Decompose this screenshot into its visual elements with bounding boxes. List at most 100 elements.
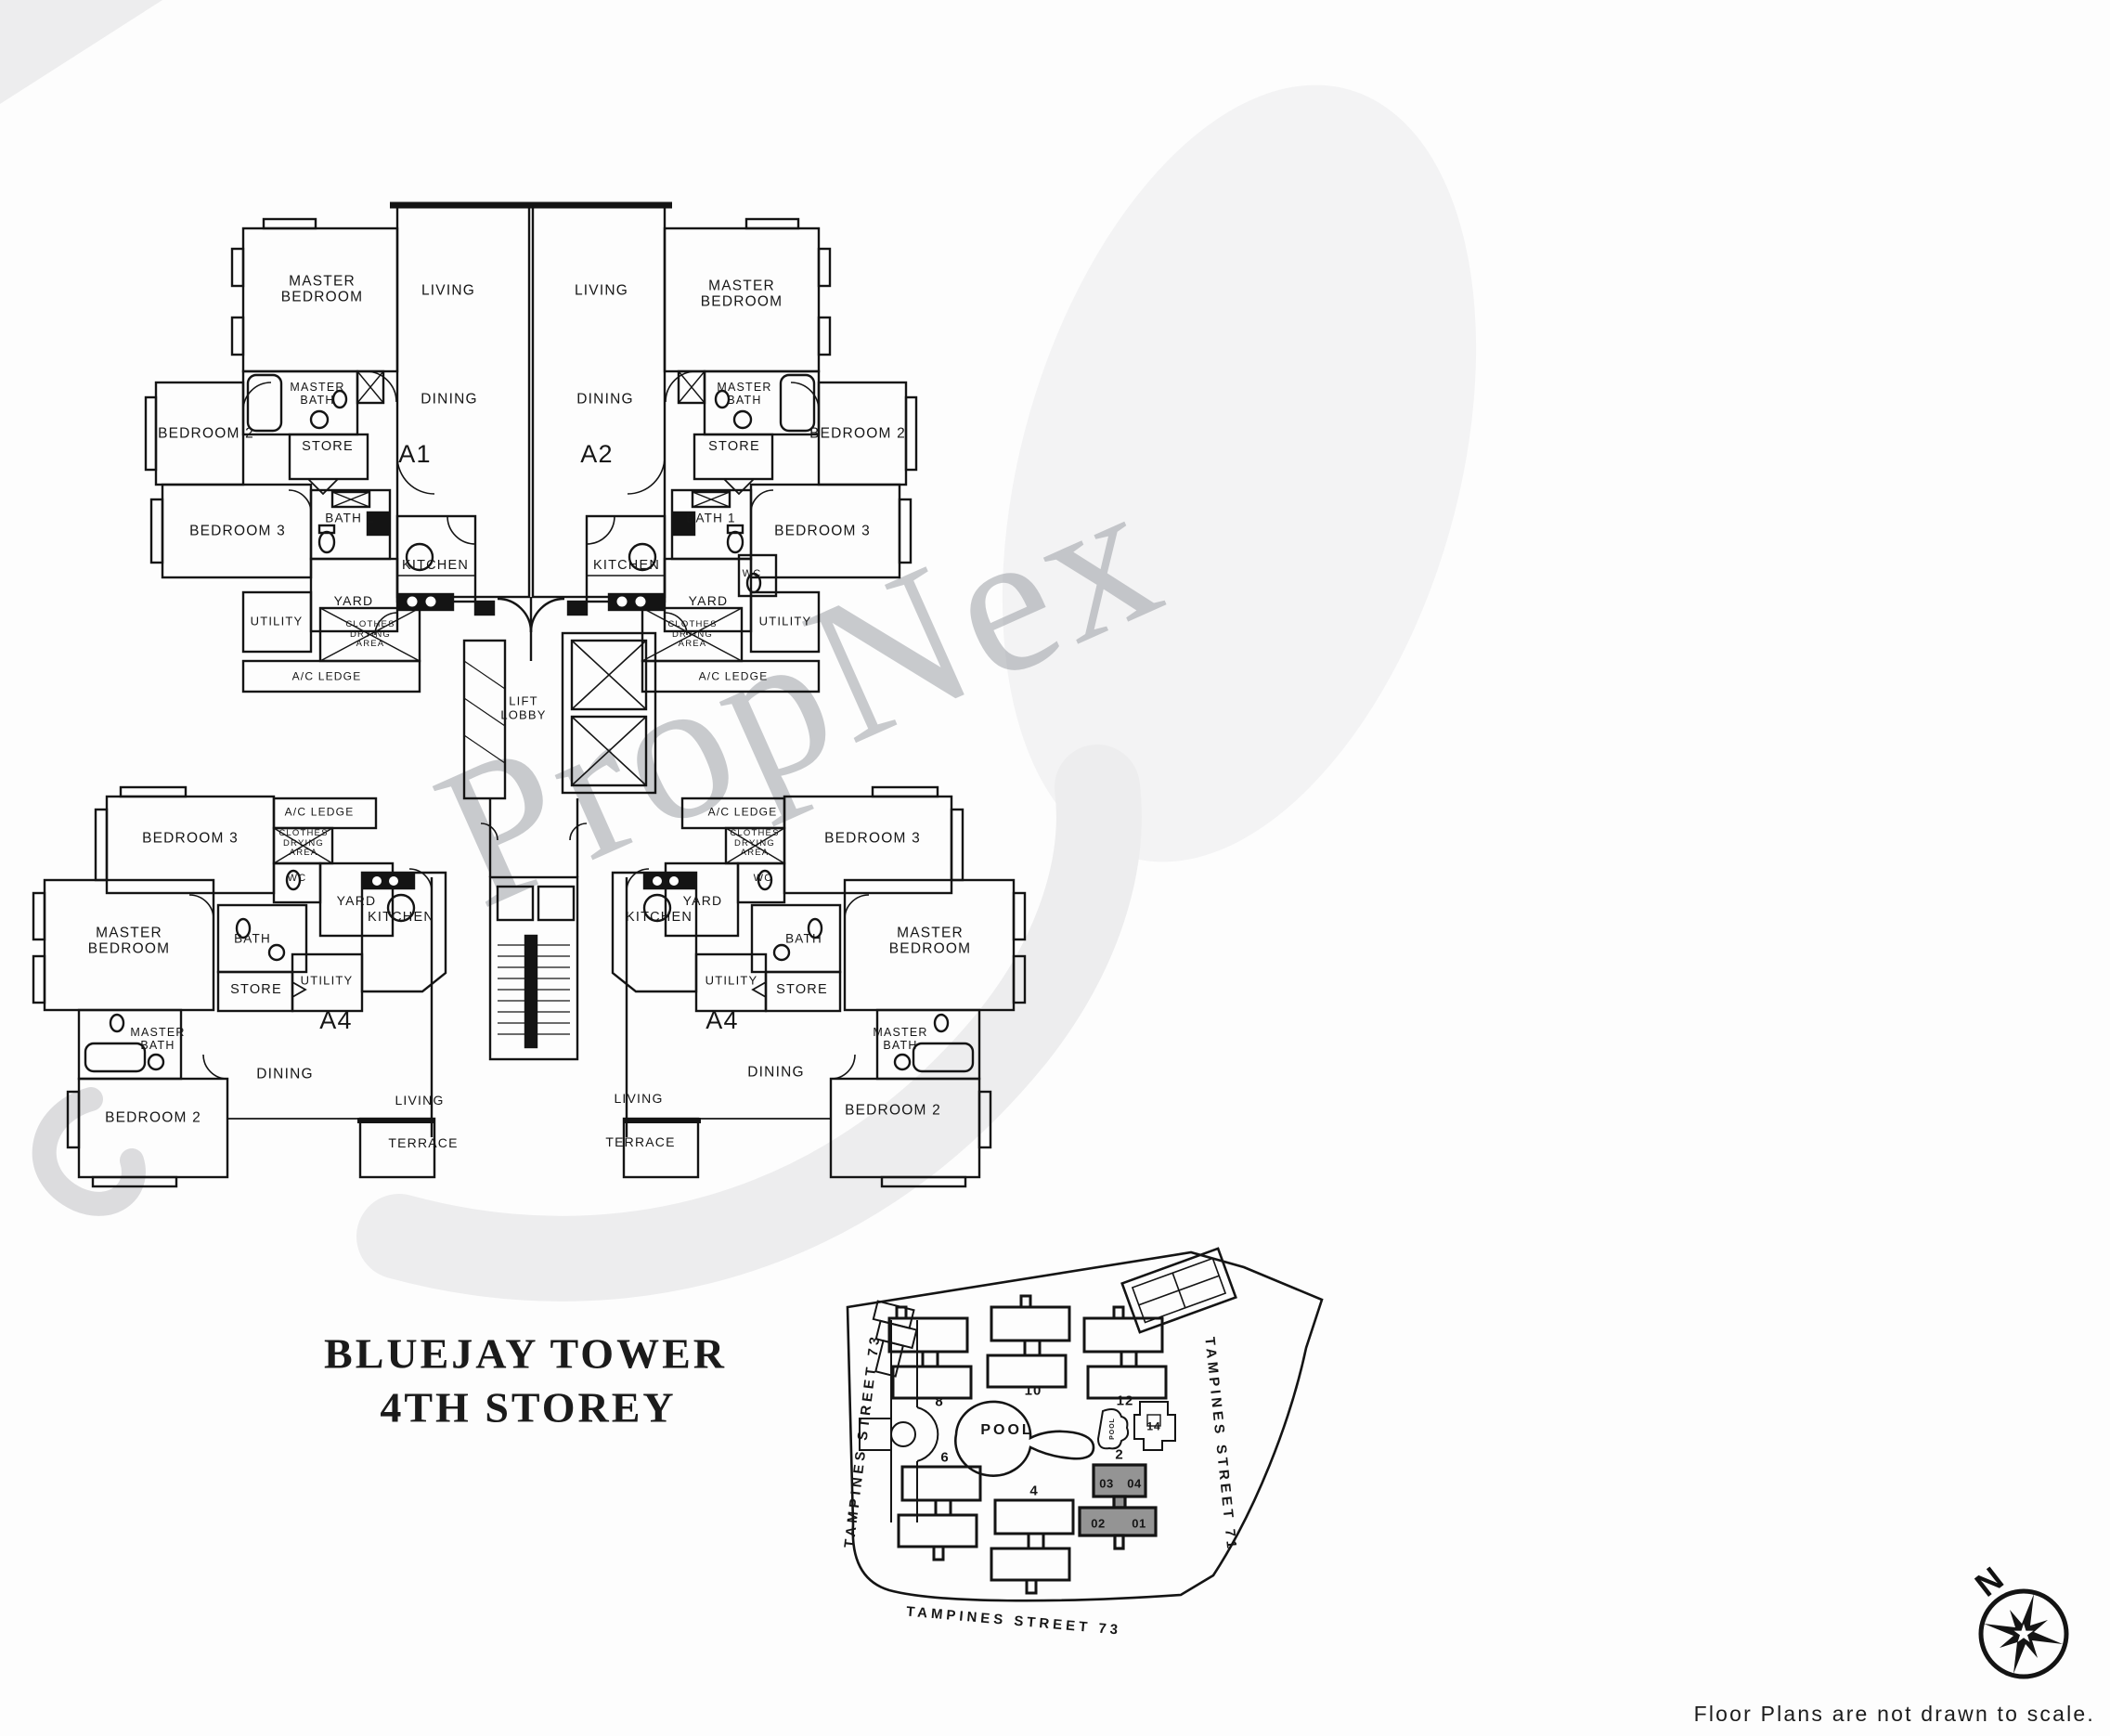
- room-label: BATH: [785, 931, 822, 946]
- room-label: STORE: [302, 438, 354, 454]
- room-label: A/C LEDGE: [698, 669, 769, 683]
- room-label: STORE: [708, 438, 760, 454]
- watermark-swoosh: [356, 745, 1142, 1302]
- room-label: KITCHEN: [401, 557, 470, 573]
- page-title-line1: BLUEJAY TOWER: [324, 1329, 727, 1378]
- room-label: KITCHEN: [625, 909, 693, 925]
- room-label: CLOTHES DRYING AREA: [667, 619, 718, 650]
- room-label: WC: [753, 872, 773, 884]
- stack-unit-number: 03: [1099, 1476, 1114, 1491]
- room-label: BEDROOM 3: [142, 830, 239, 847]
- block-10: [986, 1294, 1071, 1389]
- sitemap-block-label: 12: [1116, 1393, 1134, 1409]
- room-label: WC: [742, 567, 762, 579]
- room-label: TERRACE: [388, 1135, 459, 1151]
- room-label: STORE: [230, 981, 282, 997]
- room-label: A/C LEDGE: [707, 805, 778, 819]
- room-label: KITCHEN: [592, 557, 661, 573]
- room-label: YARD: [688, 593, 729, 609]
- room-label: KITCHEN: [367, 909, 435, 925]
- block-8: [887, 1305, 973, 1400]
- sitemap-block-label: POOL: [1109, 1418, 1117, 1440]
- street-label: TAMPINES STREET 71: [1201, 1336, 1240, 1553]
- site-boundary: [846, 1250, 1324, 1602]
- room-label: BEDROOM 3: [824, 830, 921, 847]
- room-label: TERRACE: [605, 1134, 676, 1150]
- sitemap-block-label: 10: [1024, 1382, 1042, 1399]
- compass-rose: [1978, 1588, 2069, 1679]
- room-label: MASTER BATH: [130, 1026, 186, 1052]
- room-label: BATH: [234, 931, 271, 946]
- watermark-curl: [32, 1087, 146, 1216]
- room-label: MASTER BEDROOM: [700, 278, 783, 310]
- street-label: TAMPINES STREET 73: [905, 1603, 1122, 1639]
- room-label: A1: [398, 439, 432, 468]
- room-label: MASTER BEDROOM: [888, 925, 972, 957]
- room-label: A/C LEDGE: [284, 805, 355, 819]
- room-label: MASTER BATH: [717, 381, 772, 407]
- building-14: [1133, 1401, 1176, 1451]
- pool-shape: [954, 1400, 1095, 1477]
- sitemap-block-label: 2: [1115, 1446, 1124, 1463]
- room-label: DINING: [747, 1064, 805, 1081]
- room-label: LIVING: [574, 282, 629, 299]
- mini-pool-shape: [1096, 1408, 1130, 1450]
- room-label: UTILITY: [300, 973, 354, 988]
- corner-wedge: [0, 0, 162, 104]
- room-label: LIVING: [614, 1091, 664, 1107]
- room-label: CLOTHES DRYING AREA: [345, 619, 395, 650]
- sitemap-block-label: 6: [940, 1449, 950, 1466]
- disclaimer-text: Floor Plans are not drawn to scale.: [1693, 1702, 2095, 1726]
- floor-plan-drawing: [32, 201, 1027, 1188]
- room-label: A4: [319, 1005, 353, 1034]
- room-label: DINING: [421, 391, 478, 408]
- page-title-line2: 4TH STOREY: [380, 1383, 677, 1432]
- room-label: A/C LEDGE: [291, 669, 362, 683]
- block-6: [897, 1465, 982, 1561]
- block-12: [1082, 1305, 1168, 1400]
- block-4: [990, 1498, 1075, 1595]
- room-label: DINING: [256, 1066, 314, 1082]
- room-label: DINING: [576, 391, 634, 408]
- room-label: UTILITY: [705, 973, 758, 988]
- stack-unit-number: 04: [1127, 1476, 1142, 1491]
- internal-road: [859, 1320, 939, 1522]
- room-label: WC: [287, 872, 307, 884]
- room-label: UTILITY: [758, 614, 812, 628]
- room-label: YARD: [682, 893, 723, 909]
- street-label: TAMPINES STREET 73: [841, 1332, 884, 1549]
- room-label: LIVING: [421, 282, 476, 299]
- room-label: BATH 1: [325, 511, 375, 525]
- room-label: MASTER BEDROOM: [280, 273, 364, 305]
- room-label: BEDROOM 2: [158, 425, 254, 442]
- room-label: YARD: [336, 893, 377, 909]
- room-label: BEDROOM 2: [845, 1102, 941, 1119]
- room-label: BEDROOM 3: [189, 523, 286, 539]
- room-label: CLOTHES DRYING AREA: [278, 828, 329, 859]
- tennis-court: [1120, 1247, 1237, 1334]
- room-label: BATH 1: [686, 511, 736, 525]
- room-label: MASTER BEDROOM: [87, 925, 171, 957]
- room-label: BEDROOM 2: [809, 425, 906, 442]
- room-label: MASTER BATH: [873, 1026, 928, 1052]
- room-label: BEDROOM 3: [774, 523, 871, 539]
- carpark-structure: [872, 1300, 918, 1378]
- sitemap-block-label: 14: [1146, 1419, 1161, 1433]
- room-label: CLOTHES DRYING AREA: [730, 828, 780, 859]
- room-label: UTILITY: [250, 614, 304, 628]
- watermark-blob: [1002, 84, 1477, 862]
- sitemap-block-label: POOL: [980, 1422, 1034, 1439]
- sitemap-block-label: 8: [935, 1393, 944, 1410]
- room-label: A2: [580, 439, 614, 468]
- room-label: LIFT LOBBY: [500, 693, 547, 721]
- site-map: [846, 1247, 1324, 1602]
- stack-unit-number: 02: [1091, 1516, 1106, 1531]
- block-2-highlighted: [1078, 1463, 1158, 1550]
- compass-center-star: [2013, 1624, 2034, 1642]
- room-label: LIVING: [395, 1093, 445, 1108]
- room-label: MASTER BATH: [290, 381, 345, 407]
